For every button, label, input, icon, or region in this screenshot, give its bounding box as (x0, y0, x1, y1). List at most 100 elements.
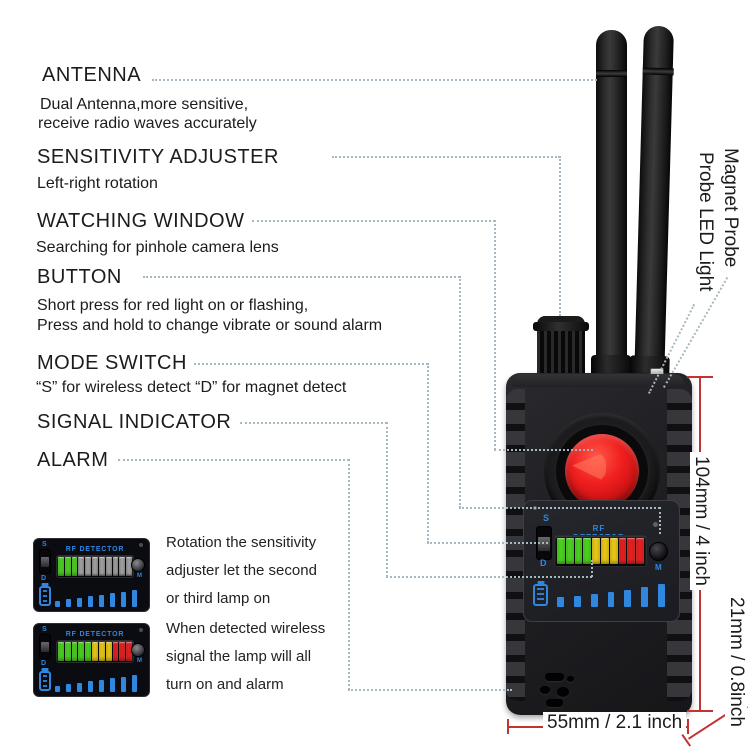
antenna-right (628, 25, 675, 395)
battery-bar (607, 592, 615, 607)
leader-sensitivity-h (332, 156, 560, 158)
leader-signal-h2 (386, 576, 592, 578)
mode-s-label: S (42, 626, 47, 633)
display-panel: S D RF DETECTOR M (523, 500, 680, 622)
caption-full-line2: signal the lamp will all (166, 648, 312, 665)
battery-bar (641, 587, 649, 607)
leader-antenna (152, 79, 597, 81)
battery-bar (110, 593, 115, 607)
battery-bar (132, 590, 137, 607)
mode-d-label: D (540, 558, 547, 568)
dim-height-tick-bottom (687, 710, 713, 712)
screw-icon (139, 543, 143, 547)
leader-watching-v (494, 220, 496, 450)
rf-detector-title: RF DETECTOR (65, 631, 125, 638)
caption-full-line1: When detected wireless (166, 620, 326, 637)
mode-d-label: D (41, 660, 47, 667)
dim-width-tick-right (687, 719, 689, 734)
battery-bar (99, 595, 104, 607)
leader-alarm-h1 (118, 459, 349, 461)
callout-mode-switch: MODE SWITCH “S” for wireless detect “D” … (36, 352, 347, 397)
callout-button-line1: Short press for red light on or flashing… (37, 297, 309, 314)
led-segment-yellow (600, 538, 609, 564)
antenna-left (591, 30, 631, 395)
mode-switch-knob (538, 537, 550, 551)
led-segment-red (112, 642, 119, 661)
m-label: M (137, 573, 142, 579)
callout-antenna-line1: Dual Antenna,more sensitive, (40, 96, 249, 113)
led-segment-green (71, 642, 78, 661)
screw-icon (653, 522, 658, 527)
inset-display-full-signal: S D RF DETECTOR M (33, 623, 150, 697)
callout-signal-title: SIGNAL INDICATOR (37, 411, 232, 433)
callout-sensitivity: SENSITIVITY ADJUSTER Left-right rotation (37, 146, 279, 193)
battery-bar (88, 596, 93, 607)
led-segment-yellow (92, 642, 98, 661)
battery-bar (77, 598, 82, 607)
device-top-face (512, 374, 684, 387)
leader-button-h2 (459, 507, 660, 509)
magnet-probe-label: Magnet Probe (720, 148, 741, 268)
leader-mode-h2 (427, 542, 548, 544)
battery-bar (88, 681, 93, 692)
mode-switch (40, 635, 50, 658)
battery-bar (66, 599, 71, 607)
led-segment-red (119, 642, 126, 661)
m-button (649, 542, 668, 561)
mode-s-label: S (543, 513, 550, 523)
callout-antenna: ANTENNA Dual Antenna,more sensitive, rec… (38, 64, 257, 133)
battery-bar (590, 594, 598, 607)
battery-bar (121, 592, 126, 607)
led-segment-green (85, 642, 92, 661)
led-segment-green (58, 642, 64, 661)
mode-switch (40, 550, 50, 573)
caption-low-line2: adjuster let the second (166, 562, 317, 579)
leader-mode-v (427, 363, 429, 543)
speaker-hole (557, 687, 569, 697)
led-segment-green (64, 557, 71, 576)
leader-signal-v2 (591, 560, 593, 577)
led-segment-green (565, 538, 574, 564)
battery-level-bars (557, 582, 675, 607)
led-segment-green (64, 642, 71, 661)
callout-watching-title: WATCHING WINDOW (37, 210, 245, 232)
speaker-hole (546, 699, 563, 707)
led-segment-green (71, 557, 78, 576)
leader-button-v1 (459, 276, 461, 508)
led-segment-yellow (98, 642, 105, 661)
battery-icon (39, 586, 51, 606)
leader-watching-h1 (252, 220, 495, 222)
battery-bar (573, 596, 581, 607)
callout-signal-indicator: SIGNAL INDICATOR (37, 411, 231, 434)
led-segment-off (92, 557, 98, 576)
battery-bar (99, 680, 104, 692)
battery-icon (533, 584, 548, 606)
led-segment-red (618, 538, 627, 564)
callout-antenna-title: ANTENNA (42, 64, 142, 86)
signal-indicator-leds (555, 536, 646, 566)
led-segment-red (636, 538, 644, 564)
rf-detector-title: RF DETECTOR (65, 546, 125, 553)
battery-bar (55, 686, 60, 692)
leader-mode-h1 (194, 363, 428, 365)
sensitivity-knob-collar (533, 322, 589, 331)
callout-button-line2: Press and hold to change vibrate or soun… (37, 317, 383, 334)
caption-low-line3: or third lamp on (166, 590, 271, 607)
m-button (131, 643, 145, 657)
battery-level-bars (55, 670, 145, 692)
leader-button-v2 (659, 507, 661, 534)
battery-bar (624, 590, 632, 607)
led-segment-yellow (105, 642, 112, 661)
inset-display-low-signal: S D RF DETECTOR M (33, 538, 150, 612)
leader-alarm-h2 (348, 689, 512, 691)
m-label: M (655, 563, 662, 572)
m-button (131, 558, 145, 572)
callout-mode-line1: “S” for wireless detect “D” for magnet d… (36, 379, 347, 396)
battery-level-bars (55, 585, 145, 607)
leader-sensitivity-v (559, 156, 561, 316)
dim-width-label: 55mm / 2.1 inch (543, 712, 687, 734)
leader-magnet-probe (663, 277, 729, 388)
dim-height-label: 104mm / 4 inch (690, 452, 712, 590)
led-segment-off (119, 557, 126, 576)
